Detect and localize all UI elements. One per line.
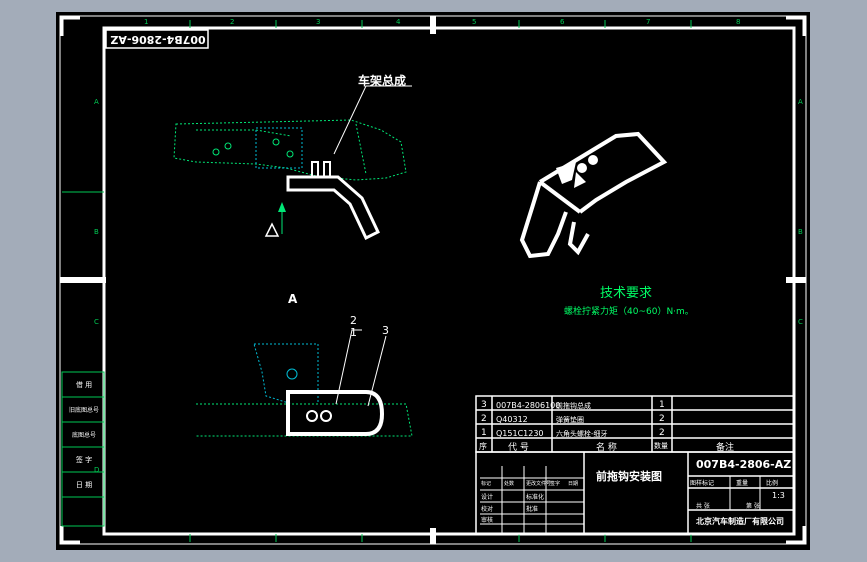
zone-row-b-right: B <box>798 228 803 236</box>
zone-col-4: 4 <box>396 18 401 26</box>
code-stamp-box <box>105 29 209 49</box>
side-label-old-drawing: 旧底图总号 <box>68 407 99 414</box>
zone-col-3: 3 <box>316 18 321 26</box>
role-approve: 批准 <box>526 506 539 513</box>
tech-req-heading: 技术要求 <box>600 286 653 301</box>
side-label-date: 日 期 <box>75 481 93 489</box>
zone-row-d: D <box>94 466 100 474</box>
label-scale: 比例 <box>766 480 779 487</box>
section-a-view <box>196 329 413 437</box>
role-review: 审核 <box>481 517 494 524</box>
bom-row-3-no: 3 <box>481 400 487 410</box>
bom-row-3-name: 前拖钩总成 <box>556 402 591 410</box>
side-column <box>61 191 105 527</box>
bom-header-name: 名 称 <box>596 443 617 453</box>
bom-row-1-code: Q151C1230 <box>496 429 544 438</box>
bom-row-1-name: 六角头螺栓-细牙 <box>556 430 608 438</box>
drawing-title: 前拖钩安装图 <box>596 470 662 483</box>
bom-header-qty: 数量 <box>654 442 668 450</box>
zone-col-6: 6 <box>560 18 565 26</box>
title-block <box>475 451 795 535</box>
company-name: 北京汽车制造厂有限公司 <box>696 517 784 526</box>
label-signature: 签字 <box>550 481 561 487</box>
label-total-sheets: 共 张 <box>696 503 710 510</box>
hook-highlight-marks <box>556 162 586 188</box>
bom-header-code: 代 号 <box>508 443 529 453</box>
drawing-code-stamp: 007B4-2806-AZ <box>110 33 206 46</box>
side-label-sign: 签 字 <box>75 456 93 464</box>
zone-row-c: C <box>94 318 99 326</box>
section-a-label: A <box>288 292 298 306</box>
label-weight: 重量 <box>736 480 749 487</box>
role-standard: 标准化 <box>526 494 545 501</box>
bom-row-2-no: 2 <box>481 414 487 424</box>
drawing-code: 007B4-2806-AZ <box>696 458 792 471</box>
bom-row-3-qty: 1 <box>659 400 665 410</box>
drawing-sheet: 007B4-2806-AZ 车架总成 A 2 1 3 技术要求 螺栓拧紧力矩（4… <box>56 12 810 550</box>
zone-row-a: A <box>94 98 99 106</box>
tech-req-text: 螺栓拧紧力矩（40~60）N·m。 <box>564 307 694 317</box>
zone-row-b: B <box>94 228 99 236</box>
inner-frame <box>102 26 796 536</box>
hook-isometric-view <box>519 131 668 259</box>
side-label-drawing-no: 底图总号 <box>71 432 96 439</box>
zone-col-1: 1 <box>144 18 149 26</box>
zone-row-a-right: A <box>798 98 803 106</box>
zone-ticks <box>189 20 692 542</box>
role-design: 设计 <box>481 494 494 501</box>
bom-row-2-code: Q40312 <box>496 415 528 424</box>
role-check: 校对 <box>481 506 494 513</box>
bom-row-3-code: 007B4-2806100 <box>496 401 561 410</box>
callout-3: 3 <box>382 324 389 337</box>
bom-row-2-qty: 2 <box>659 414 665 424</box>
label-mark: 标记 <box>481 481 492 487</box>
corner-marks <box>60 16 806 544</box>
frame-side-view <box>173 85 412 241</box>
label-sheet-no: 第 张 <box>746 503 760 510</box>
callout-1: 1 <box>350 326 357 339</box>
bom-row-1-qty: 2 <box>659 428 665 438</box>
label-drawing-mark: 图样标记 <box>690 480 715 487</box>
scale-value: 1:3 <box>772 491 785 500</box>
bom-row-1-no: 1 <box>481 428 487 438</box>
bom-header-no: 序 <box>479 442 487 451</box>
outer-border <box>59 15 807 545</box>
frame-assembly-label: 车架总成 <box>358 74 407 88</box>
bom-header-note: 备注 <box>716 443 735 453</box>
label-change-doc: 更改文件号 <box>526 481 552 487</box>
zone-col-7: 7 <box>646 18 651 26</box>
zone-col-2: 2 <box>230 18 235 26</box>
label-date: 日期 <box>568 481 579 487</box>
bom-row-2-name: 弹簧垫圈 <box>556 416 584 424</box>
label-count: 处数 <box>504 481 515 487</box>
callout-2: 2 <box>350 314 357 327</box>
zone-col-8: 8 <box>736 18 741 26</box>
zone-row-c-right: C <box>798 318 803 326</box>
centering-marks <box>60 16 806 544</box>
zone-col-5: 5 <box>472 18 477 26</box>
side-label-borrow: 借 用 <box>75 381 93 389</box>
